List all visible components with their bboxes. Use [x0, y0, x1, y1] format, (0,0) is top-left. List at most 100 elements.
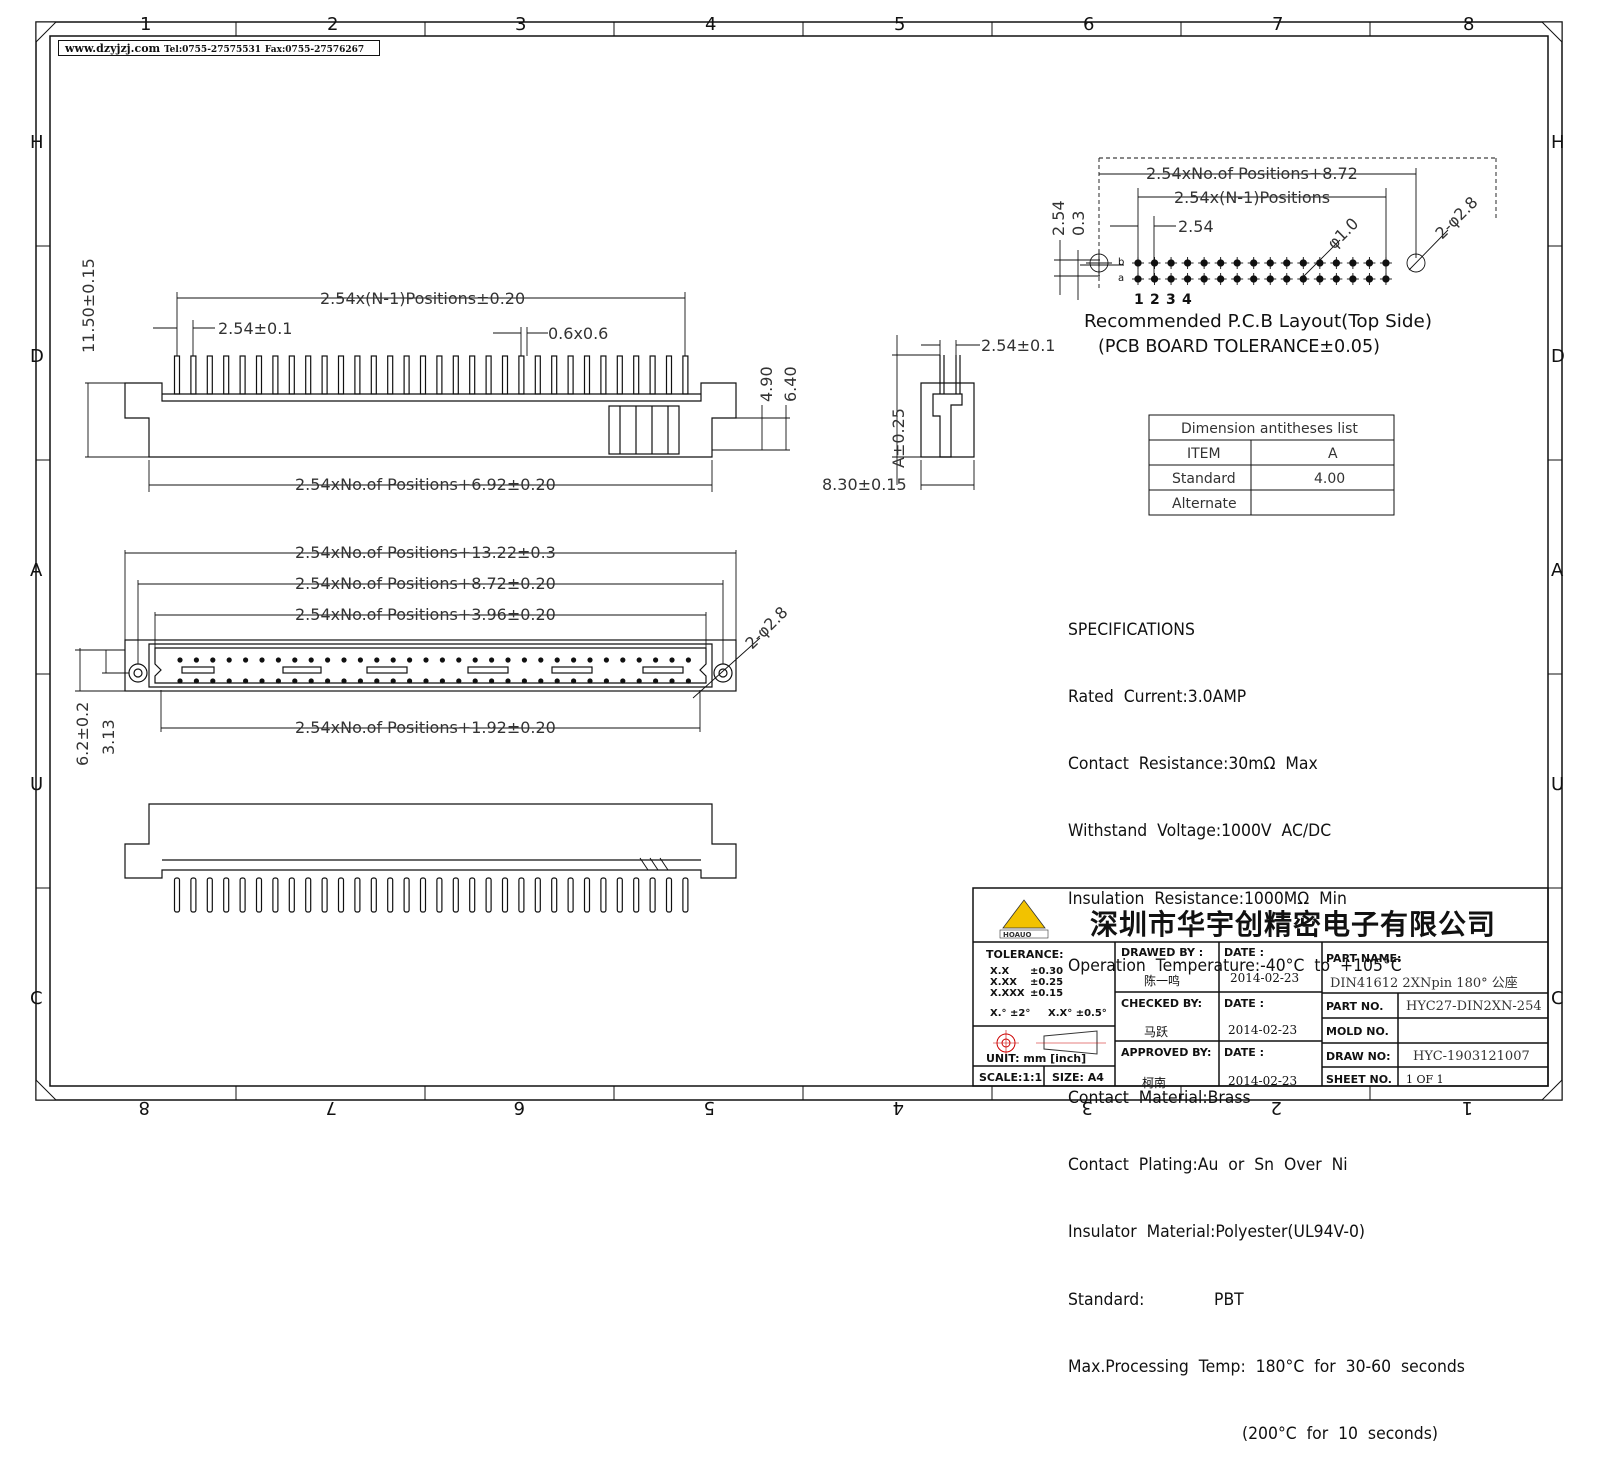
contact-dot [357, 678, 363, 684]
contact-dot [243, 678, 249, 684]
dim-table-title: Dimension antitheses list [1181, 421, 1358, 437]
contact-dot [423, 657, 429, 663]
approved-by-label: APPROVED BY: [1121, 1046, 1212, 1059]
dim-table-item-label: ITEM [1187, 446, 1221, 462]
contact-dot [505, 678, 511, 684]
inner-frame [49, 35, 1549, 1087]
tolerance-label: TOLERANCE: [986, 948, 1064, 961]
contact-dot [292, 678, 298, 684]
contact-dot [357, 657, 363, 663]
dim-body: 2.54xNo.of Positions+6.92±0.20 [295, 475, 556, 494]
pcb-pin-4: 4 [1182, 292, 1192, 308]
bottom-pin [206, 877, 213, 913]
dim-table-standard-label: Standard [1172, 471, 1236, 487]
contact-dot [669, 657, 675, 663]
sheet-no: 1 OF 1 [1406, 1073, 1444, 1086]
side-pin [190, 355, 197, 395]
pcb-caption-1: Recommended P.C.B Layout(Top Side) [1084, 311, 1432, 332]
contact-slot [642, 666, 684, 674]
checked-by: 马跃 [1144, 1025, 1169, 1039]
contact-dot [390, 657, 396, 663]
contact-dot [571, 678, 577, 684]
dim-table-alternate-label: Alternate [1172, 496, 1237, 512]
contact-dot [489, 678, 495, 684]
zone-right-H: H [1551, 132, 1565, 153]
side-view [124, 355, 737, 458]
contact-dot [177, 678, 183, 684]
side-pin [551, 355, 558, 395]
contact-dot [374, 657, 380, 663]
pcb-pin-1: 1 [1134, 292, 1144, 308]
contact-dot [193, 657, 199, 663]
bottom-pin [419, 877, 427, 913]
zone-right-A: A [1551, 560, 1564, 581]
bottom-pin [501, 877, 509, 913]
bottom-pin [583, 877, 591, 913]
dim-height: 11.50±0.15 [79, 258, 98, 353]
zone-top-3: 3 [515, 14, 526, 35]
bottom-pin [337, 877, 345, 913]
company-logo: HOAUO [999, 899, 1049, 939]
side-pin [665, 355, 673, 395]
contact-dot [210, 657, 216, 663]
contact-dot [259, 657, 265, 663]
side-pin [321, 355, 328, 395]
top-dim-overall: 2.54xNo.of Positions+13.22±0.3 [295, 543, 556, 562]
side-pin [501, 355, 509, 395]
spec-line: Insulator Material:Polyester(UL94V-0) [1068, 1222, 1366, 1243]
zone-bottom-3: 3 [1082, 1097, 1093, 1118]
pcb-caption-2: (PCB BOARD TOLERANCE±0.05) [1098, 336, 1380, 357]
contact-dot [472, 657, 478, 663]
zone-left-D: D [30, 346, 44, 367]
bottom-pin [288, 877, 295, 913]
contact-slot [366, 666, 408, 674]
contact-dot [177, 657, 183, 663]
bottom-pin [518, 877, 525, 913]
spec-line: (200°C for 10 seconds) [1068, 1424, 1438, 1445]
zone-bottom-4: 4 [893, 1097, 904, 1118]
side-pin [403, 355, 410, 395]
contact-dot [521, 678, 528, 684]
contact-dot [587, 657, 593, 663]
side-pin [583, 355, 591, 395]
scale-label: SCALE:1:1 [979, 1071, 1043, 1084]
website-link[interactable]: www.dzyjzj.com [65, 42, 161, 55]
date-label-3: DATE : [1224, 1046, 1265, 1059]
contact-dot [620, 678, 626, 684]
contact-dot [407, 678, 413, 684]
side-pin [419, 355, 427, 395]
contact-dot [472, 678, 478, 684]
bottom-pin [633, 877, 640, 913]
top-dim-62: 6.2±0.2 [73, 702, 92, 766]
specifications: SPECIFICATIONS Rated Current:3.0AMP Cont… [1068, 574, 1465, 1468]
dim-pitch: 2.54±0.1 [218, 319, 292, 338]
bottom-pin [469, 877, 476, 913]
dim-table-standard-value: 4.00 [1314, 471, 1345, 487]
side-pin [305, 355, 312, 395]
end-dim-pitch: 2.54±0.1 [981, 336, 1055, 355]
contact-dot [521, 657, 528, 663]
bottom-pin [649, 877, 656, 913]
side-pin [206, 355, 213, 395]
bottom-pin [354, 877, 361, 913]
zone-left-H: H [30, 132, 44, 153]
dim-pin-size: 0.6x0.6 [548, 324, 608, 343]
sheet-no-label: SHEET NO. [1326, 1073, 1392, 1086]
contact-dot [439, 678, 445, 684]
zone-left-U: U [30, 774, 43, 795]
bottom-pin [255, 877, 263, 913]
top-dim-holes: 2.54xNo.of Positions+8.72±0.20 [295, 574, 556, 593]
bottom-pin [616, 877, 623, 913]
spec-line: Contact Material:Brass [1068, 1087, 1251, 1108]
pcb-pin-2: 2 [1150, 292, 1160, 308]
draw-no: HYC-1903121007 [1413, 1049, 1530, 1064]
zone-right-U: U [1551, 774, 1564, 795]
contact-dot [292, 657, 298, 663]
part-name: DIN41612 2XNpin 180° 公座 [1330, 976, 1518, 991]
top-dim-inner: 2.54xNo.of Positions+3.96±0.20 [295, 605, 556, 624]
zone-top-7: 7 [1272, 14, 1283, 35]
contact-box: www.dzyjzj.com Tel:0755-27575531 Fax:075… [58, 40, 380, 56]
tol-xx-val: ±0.25 [1030, 977, 1064, 988]
zone-bottom-6: 6 [514, 1097, 525, 1118]
bottom-pin [534, 877, 541, 913]
